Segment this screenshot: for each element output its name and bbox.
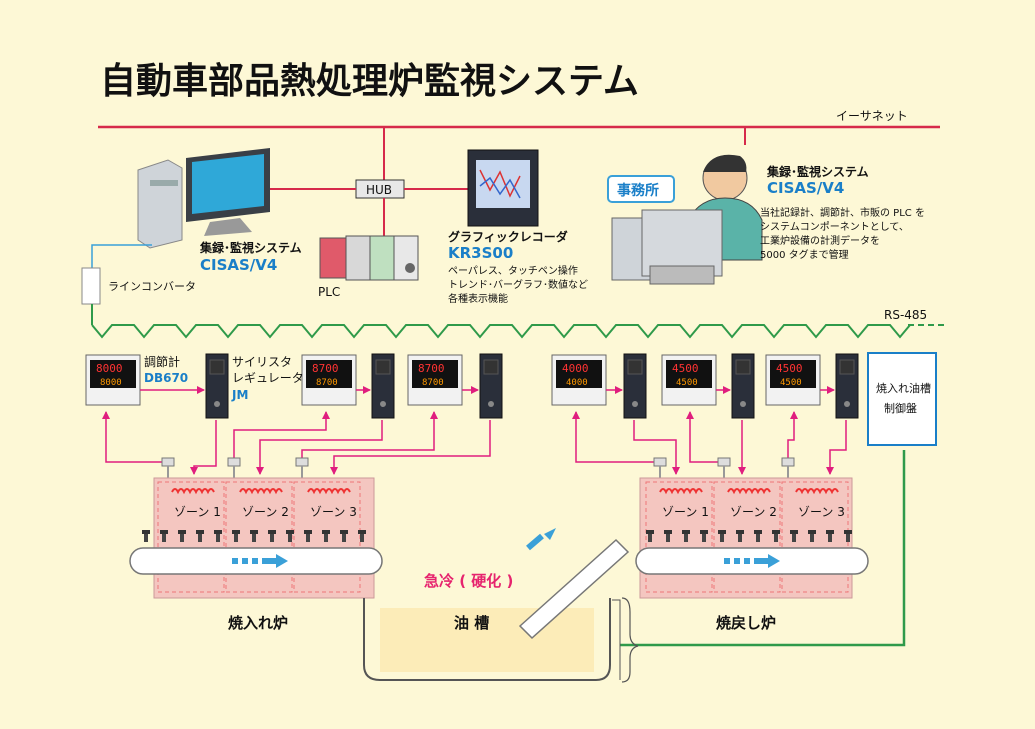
zone-label: ゾーン 1 bbox=[662, 505, 709, 519]
thyristor-name1: サイリスタ bbox=[232, 355, 292, 369]
recorder-name: グラフィックレコーダ bbox=[448, 229, 568, 244]
sv-display: 4500 bbox=[780, 378, 802, 388]
office-desc2: システムコンポーネントとして、 bbox=[760, 221, 909, 233]
pv-display: 4500 bbox=[776, 362, 803, 375]
line-converter-box bbox=[81, 267, 101, 305]
graphic-recorder-icon bbox=[467, 149, 539, 227]
controller-display: 4000 4000 bbox=[551, 354, 607, 406]
office-desc4: 5000 タグまで管理 bbox=[760, 248, 849, 261]
temper-furnace-label: 焼戻し炉 bbox=[716, 614, 776, 632]
pv-display: 8700 bbox=[418, 362, 445, 375]
oil-panel-line1: 焼入れ油槽 bbox=[876, 381, 931, 395]
office-name: 集録･監視システム bbox=[766, 164, 869, 179]
controller-display: 8000 8000 bbox=[85, 354, 141, 406]
plc-label: PLC bbox=[318, 285, 340, 299]
recorder-model: KR3S00 bbox=[448, 244, 513, 262]
sv-display: 8700 bbox=[316, 378, 338, 388]
zone-label: ゾーン 3 bbox=[798, 505, 845, 519]
controller-display: 4500 4500 bbox=[661, 354, 717, 406]
temper-conveyor bbox=[635, 547, 869, 575]
zone-label: ゾーン 3 bbox=[310, 505, 357, 519]
thyristor-model: JM bbox=[231, 388, 248, 402]
pv-display: 8000 bbox=[96, 362, 123, 375]
oil-control-panel bbox=[867, 352, 937, 446]
ethernet-label: イーサネット bbox=[836, 109, 908, 123]
thyristor-regulator-icon bbox=[623, 353, 647, 419]
left-computer-icon bbox=[137, 148, 270, 249]
hub-label: HUB bbox=[366, 183, 392, 197]
oil-panel-line2: 制御盤 bbox=[884, 401, 917, 415]
oil-tank-label: 油 槽 bbox=[454, 614, 489, 632]
thyristor-regulator-icon bbox=[479, 353, 503, 419]
quench-furnace bbox=[153, 477, 375, 599]
thyristor-regulator-icon bbox=[371, 353, 395, 419]
line-converter-label: ラインコンバータ bbox=[108, 280, 196, 293]
recorder-desc3: 各種表示機能 bbox=[448, 292, 508, 305]
controller-display: 4500 4500 bbox=[765, 354, 821, 406]
rapid-cooling-label: 急冷 ( 硬化 ) bbox=[424, 572, 513, 590]
office-computer-icon bbox=[611, 209, 723, 285]
plc-icon bbox=[319, 235, 419, 281]
controller-model: DB670 bbox=[144, 371, 188, 385]
recorder-desc2: トレンド･バーグラフ･数値など bbox=[448, 278, 588, 291]
controller-name: 調節計 bbox=[144, 354, 180, 369]
cisas-center-model: CISAS/V4 bbox=[200, 256, 277, 274]
controller-display: 8700 8700 bbox=[301, 354, 357, 406]
office-desc1: 当社記録計、調節計、市販の PLC を bbox=[760, 206, 925, 219]
thyristor-regulator-icon bbox=[731, 353, 755, 419]
zone-label: ゾーン 1 bbox=[174, 505, 221, 519]
oil-tank-conveyor bbox=[518, 538, 630, 640]
temper-furnace bbox=[639, 477, 853, 599]
office-badge bbox=[607, 175, 675, 203]
office-model: CISAS/V4 bbox=[767, 179, 844, 197]
controller-display: 8700 8700 bbox=[407, 354, 463, 406]
pv-display: 4000 bbox=[562, 362, 589, 375]
recorder-desc1: ペーパレス、タッチペン操作 bbox=[448, 264, 578, 277]
sv-display: 8000 bbox=[100, 378, 122, 388]
oil-tank bbox=[363, 598, 611, 681]
sv-display: 4500 bbox=[676, 378, 698, 388]
zone-label: ゾーン 2 bbox=[730, 505, 777, 519]
zone-label: ゾーン 2 bbox=[242, 505, 289, 519]
quench-furnace-label: 焼入れ炉 bbox=[228, 614, 288, 632]
thyristor-regulator-icon bbox=[835, 353, 859, 419]
sv-display: 4000 bbox=[566, 378, 588, 388]
thyristor-regulator-icon bbox=[205, 353, 229, 419]
pv-display: 4500 bbox=[672, 362, 699, 375]
rs485-label: RS-485 bbox=[884, 308, 927, 322]
office-desc3: 工業炉設備の計測データを bbox=[760, 234, 880, 247]
cisas-center-name: 集録･監視システム bbox=[199, 240, 302, 255]
rs485-line bbox=[91, 324, 913, 339]
pv-display: 8700 bbox=[312, 362, 339, 375]
thyristor-name2: レギュレータ bbox=[232, 371, 304, 385]
office-badge-label: 事務所 bbox=[617, 182, 659, 199]
page-title: 自動車部品熱処理炉監視システム bbox=[100, 61, 639, 102]
sv-display: 8700 bbox=[422, 378, 444, 388]
